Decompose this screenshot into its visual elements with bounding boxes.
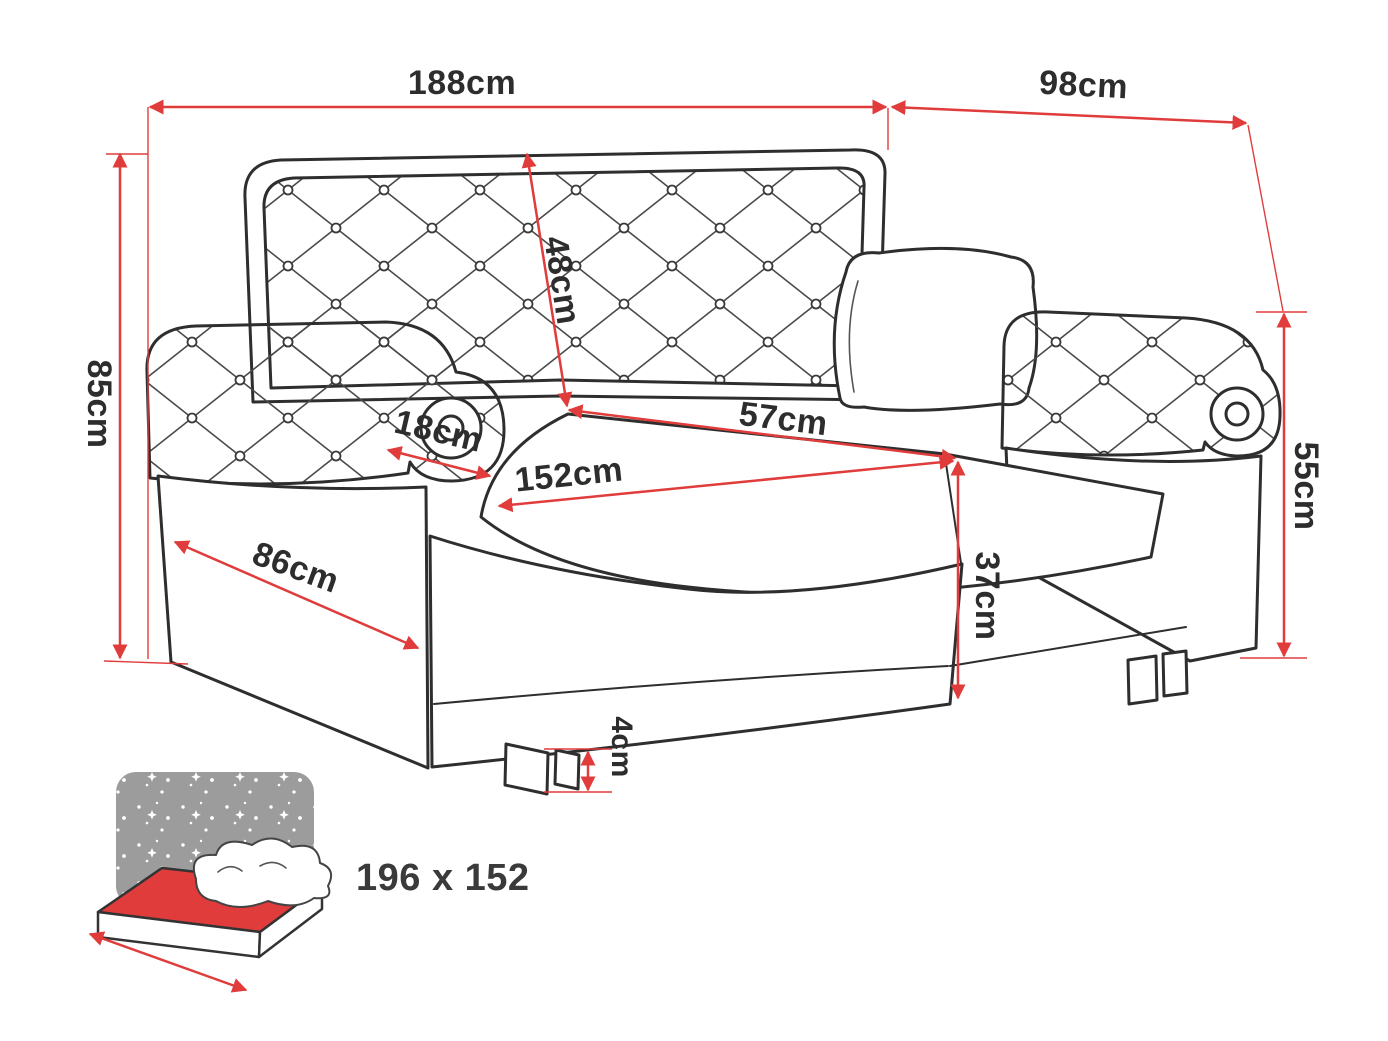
dimension-line-seat-width bbox=[497, 454, 955, 513]
dimension-line-seat-depth bbox=[567, 404, 957, 464]
label-seat-height: 37cm bbox=[968, 552, 1006, 641]
front-leg bbox=[503, 742, 550, 796]
blanket-crease-1 bbox=[217, 865, 243, 873]
pullout-seam-front bbox=[433, 665, 949, 705]
dimension-line-side-base bbox=[173, 540, 420, 650]
dimension-lines bbox=[103, 99, 1307, 793]
pillow-crease bbox=[848, 280, 859, 393]
right-leg bbox=[1126, 654, 1159, 706]
right-leg-small bbox=[1161, 649, 1189, 698]
dimension-line-backrest bbox=[521, 152, 573, 408]
dimension-line-armrest-width bbox=[386, 446, 492, 480]
bed-mattress-icon: 196 x 152 bbox=[88, 772, 530, 993]
sofa-drawing bbox=[145, 148, 1282, 796]
label-armrest-height: 55cm bbox=[1287, 442, 1325, 531]
sleeping-area-label: 196 x 152 bbox=[356, 857, 530, 899]
left-side-panel bbox=[156, 474, 430, 770]
left-armrest-roll bbox=[145, 320, 506, 486]
dimension-line-depth bbox=[890, 100, 1248, 130]
label-overall-width: 188cm bbox=[408, 64, 516, 102]
front-base bbox=[428, 534, 964, 769]
extension-85-bottom-tick bbox=[103, 660, 189, 665]
label-overall-depth: 98cm bbox=[1038, 64, 1129, 107]
extension-98-to-55 bbox=[1247, 124, 1284, 312]
blanket bbox=[192, 837, 333, 908]
mattress-length-arrow bbox=[88, 931, 248, 993]
pullout-seam-side bbox=[949, 626, 1187, 667]
right-arm-scroll-inner bbox=[1224, 401, 1250, 427]
label-leg-height: 4cm bbox=[605, 716, 638, 778]
left-arm-scroll-inner bbox=[437, 414, 465, 442]
front-leg-small bbox=[553, 748, 581, 791]
label-overall-height: 85cm bbox=[80, 360, 118, 449]
blanket-crease-2 bbox=[259, 861, 287, 869]
